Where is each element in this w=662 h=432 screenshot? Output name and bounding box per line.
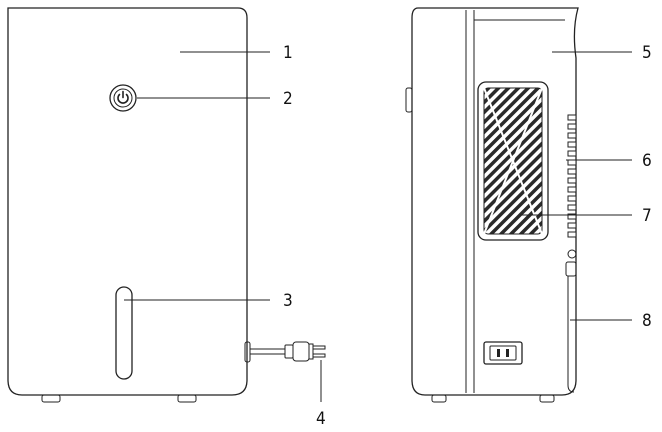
- vent-slot: [568, 151, 576, 156]
- vent-slot: [568, 223, 576, 228]
- front-view: [8, 8, 325, 402]
- power-button[interactable]: [110, 85, 136, 111]
- tank-handle: [566, 250, 576, 392]
- water-level-window: [116, 287, 132, 379]
- vent-slot: [568, 142, 576, 147]
- air-outlet-vents: [568, 115, 576, 237]
- vent-slot: [568, 133, 576, 138]
- side-view: [406, 8, 578, 402]
- air-inlet-grille: [478, 82, 548, 240]
- vent-slot: [568, 232, 576, 237]
- callout-3: 3: [283, 291, 293, 311]
- vent-slot: [568, 115, 576, 120]
- callout-1: 1: [283, 43, 293, 63]
- side-bump: [406, 88, 412, 112]
- front-housing: [8, 8, 247, 395]
- front-foot-left: [42, 395, 60, 402]
- side-foot-right: [540, 395, 554, 402]
- front-foot-right: [178, 395, 196, 402]
- vent-slot: [568, 205, 576, 210]
- vent-slot: [568, 160, 576, 165]
- vent-slot: [568, 124, 576, 129]
- vent-slot: [568, 187, 576, 192]
- callout-2: 2: [283, 89, 293, 109]
- side-foot-left: [432, 395, 446, 402]
- vent-slot: [568, 169, 576, 174]
- vent-slot: [568, 178, 576, 183]
- callout-6: 6: [642, 151, 652, 171]
- vent-slot: [568, 196, 576, 201]
- power-cord: [245, 342, 325, 362]
- callout-8: 8: [642, 311, 652, 331]
- power-icon: [118, 92, 128, 104]
- callout-5: 5: [642, 43, 652, 63]
- callout-4: 4: [316, 409, 326, 429]
- callout-7: 7: [642, 206, 652, 226]
- power-socket: [484, 342, 522, 364]
